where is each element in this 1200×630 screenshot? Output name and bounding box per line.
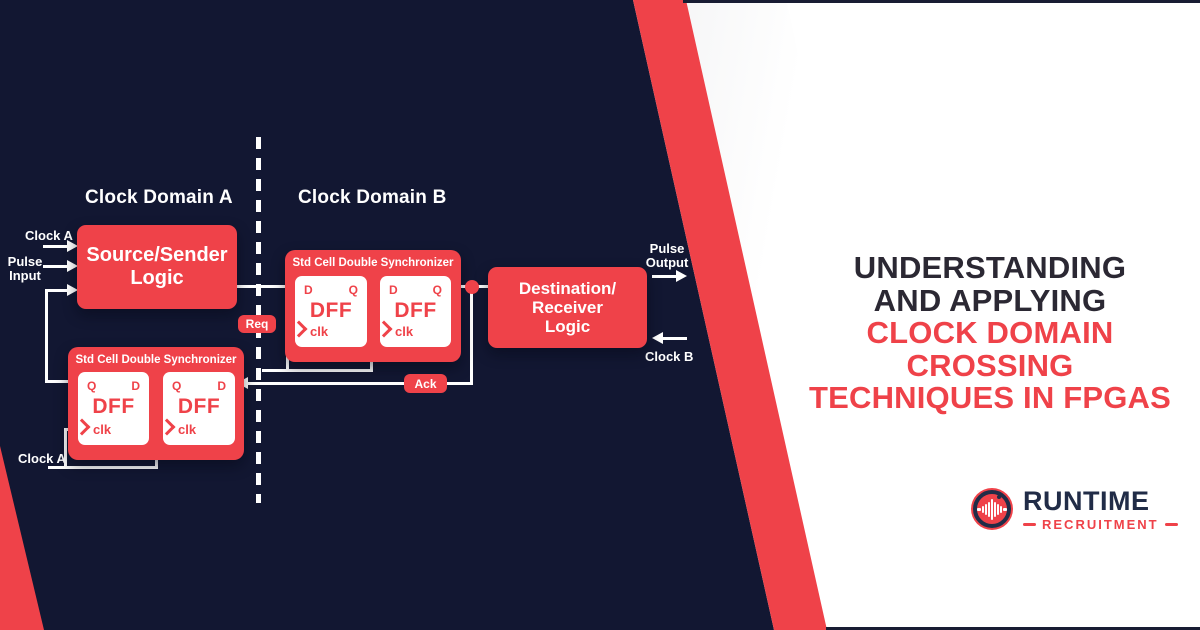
- pulse-input-wire: [43, 265, 69, 268]
- req-badge: Req: [238, 315, 276, 333]
- clock-a-bottom-label: Clock A: [18, 451, 66, 466]
- arrow-right-icon: [67, 240, 78, 252]
- dff-label: DFF: [309, 299, 353, 322]
- dash-icon: [1023, 522, 1036, 527]
- clka-bus: [48, 466, 158, 469]
- sync-bottom-title: Std Cell Double Synchronizer: [75, 354, 237, 366]
- clk-label: clk: [178, 422, 197, 437]
- d-pin: D: [131, 379, 140, 393]
- logo-subtitle: RECRUITMENT: [1042, 517, 1159, 532]
- dff-bottom-2: Q D DFF clk: [158, 372, 235, 445]
- soundwave-dumbbell-icon: [973, 490, 1011, 528]
- clk-label: clk: [93, 422, 112, 437]
- dash-icon: [1164, 522, 1178, 527]
- clk-label: clk: [395, 324, 414, 339]
- req-wire: [237, 285, 289, 288]
- destination-receiver-logic-box: Destination/ Receiver Logic: [488, 267, 647, 348]
- clock-b-label: Clock B: [645, 349, 694, 364]
- q-pin: Q: [87, 379, 97, 393]
- feedback-wire-horizontal: [45, 289, 69, 292]
- d-pin: D: [217, 379, 226, 393]
- clock-b-wire: [662, 337, 687, 340]
- clock-domain-a-label: Clock Domain A: [85, 187, 233, 208]
- q-out-wire: [45, 380, 78, 383]
- dff-top-1: D Q DFF clk: [290, 276, 367, 347]
- dff-top-2: D Q DFF clk: [375, 276, 451, 347]
- arrow-right-icon: [67, 284, 78, 296]
- source-sender-logic-box: Source/Sender Logic: [77, 225, 237, 309]
- title-line-3: CLOCK DOMAIN CROSSING: [866, 315, 1114, 383]
- junction-dot: [465, 280, 479, 294]
- feedback-wire-vertical: [45, 289, 48, 383]
- clock-a-wire: [43, 245, 69, 248]
- title-line-2: AND APPLYING: [873, 282, 1107, 318]
- pulse-output-label: Pulse Output: [645, 241, 689, 270]
- runtime-recruitment-logo: RUNTIME RECRUITMENT: [971, 486, 1183, 538]
- clock-domain-b-label: Clock Domain B: [298, 187, 447, 208]
- logo-name: RUNTIME: [1023, 486, 1150, 516]
- title-line-1: UNDERSTANDING: [853, 250, 1127, 285]
- title-block: UNDERSTANDING AND APPLYING CLOCK DOMAIN …: [780, 250, 1200, 415]
- d-pin: D: [304, 283, 313, 297]
- q-pin: Q: [348, 283, 358, 297]
- top-edge-line: [683, 0, 1200, 3]
- clk-label: clk: [310, 324, 329, 339]
- arrow-left-icon: [652, 332, 663, 344]
- dff-label: DFF: [92, 395, 135, 418]
- q-pin: Q: [432, 283, 442, 297]
- clock-a-input-label: Clock A: [25, 228, 73, 243]
- arrow-right-icon: [676, 270, 687, 282]
- arrow-right-icon: [67, 260, 78, 272]
- bottom-edge-line: [826, 627, 1200, 630]
- pulse-output-wire: [652, 275, 677, 278]
- logo-dot-icon: [997, 495, 1001, 499]
- dff-bottom-1: Q D DFF clk: [73, 372, 149, 445]
- ack-wire-vertical: [470, 287, 473, 384]
- dff-label: DFF: [394, 299, 437, 322]
- ack-badge: Ack: [404, 374, 447, 393]
- logo-subtitle-row: RECRUITMENT: [1023, 517, 1178, 532]
- q-pin: Q: [172, 379, 182, 393]
- ack-wire-horizontal: [247, 382, 473, 385]
- clkb-bus: [262, 369, 373, 372]
- title-line-4: TECHNIQUES IN FPGAS: [808, 380, 1172, 415]
- pulse-input-label: Pulse Input: [7, 254, 43, 283]
- dff-label: DFF: [177, 395, 221, 418]
- d-pin: D: [389, 283, 398, 297]
- clka-riser-l: [64, 428, 67, 469]
- sync-top-title: Std Cell Double Synchronizer: [292, 257, 454, 269]
- runtime-logo-icon: [971, 488, 1013, 530]
